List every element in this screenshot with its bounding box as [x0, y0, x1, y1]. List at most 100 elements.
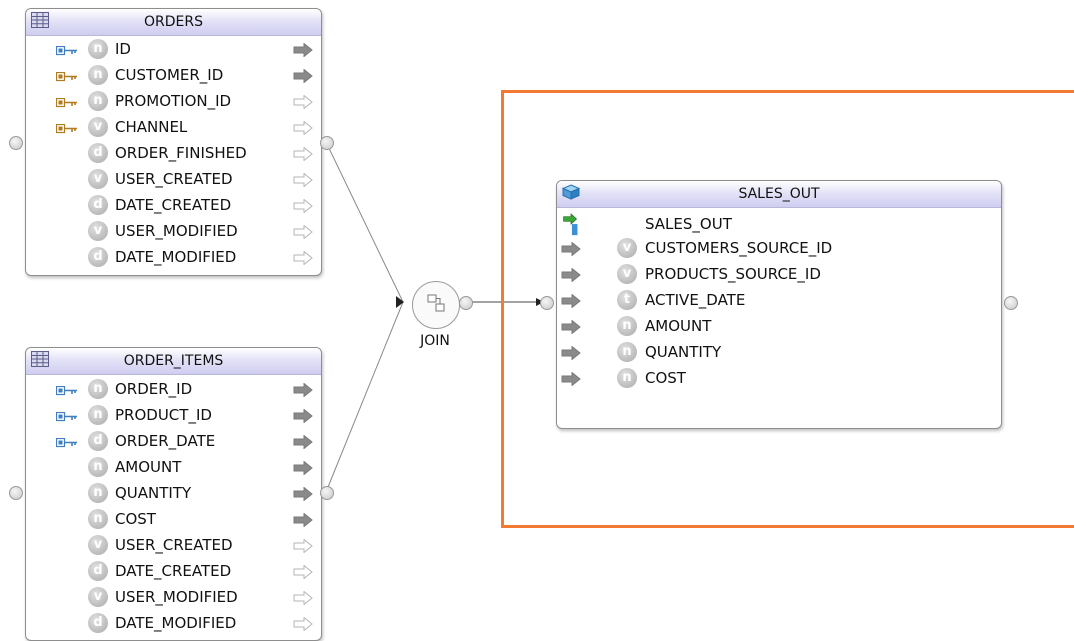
- column-name: ACTIVE_DATE: [645, 291, 746, 309]
- order-items-table-title: ORDER_ITEMS: [123, 353, 224, 369]
- column-row[interactable]: n PRODUCT_ID: [26, 403, 321, 429]
- mapped-arrow-icon: [293, 513, 313, 527]
- mapped-arrow-icon: [293, 461, 313, 475]
- column-name: QUANTITY: [115, 484, 192, 502]
- column-name: PRODUCTS_SOURCE_ID: [645, 265, 821, 283]
- mapped-arrow-icon: [561, 346, 581, 360]
- datastore-cube-icon: [562, 184, 580, 200]
- column-name: DATE_CREATED: [115, 562, 232, 580]
- column-row[interactable]: t ACTIVE_DATE: [557, 288, 1001, 314]
- unmapped-arrow-icon: [293, 565, 313, 579]
- column-row[interactable]: v USER_CREATED: [26, 533, 321, 559]
- unmapped-arrow-icon: [293, 147, 313, 161]
- column-name: ORDER_ID: [115, 380, 193, 398]
- datatype-badge-icon: n: [88, 483, 108, 503]
- order-items-right-port[interactable]: [320, 486, 334, 500]
- column-row[interactable]: v PRODUCTS_SOURCE_ID: [557, 262, 1001, 288]
- datatype-badge-icon: n: [88, 457, 108, 477]
- sales-out-output-port[interactable]: [1004, 296, 1018, 310]
- orders-table-title: ORDERS: [144, 14, 203, 30]
- datatype-badge-icon: n: [88, 65, 108, 85]
- column-name: ORDER_FINISHED: [115, 144, 247, 162]
- order-items-table-header[interactable]: ORDER_ITEMS: [26, 348, 321, 375]
- sales-out-input-port[interactable]: [540, 296, 554, 310]
- mapped-arrow-icon: [293, 435, 313, 449]
- mapped-arrow-icon: [561, 268, 581, 282]
- mapped-arrow-icon: [561, 294, 581, 308]
- column-name: USER_MODIFIED: [115, 222, 238, 240]
- datatype-badge-icon: v: [88, 587, 108, 607]
- column-row[interactable]: d DATE_MODIFIED: [26, 245, 321, 271]
- mapped-arrow-icon: [293, 69, 313, 83]
- datatype-badge-icon: n: [88, 405, 108, 425]
- target-row[interactable]: SALES_OUT: [557, 212, 1001, 238]
- mapped-arrow-icon: [293, 383, 313, 397]
- unmapped-arrow-icon: [293, 251, 313, 265]
- table-icon: [31, 351, 49, 367]
- join-label: JOIN: [420, 333, 450, 349]
- column-row[interactable]: n QUANTITY: [26, 481, 321, 507]
- column-row[interactable]: n COST: [26, 507, 321, 533]
- unmapped-arrow-icon: [293, 199, 313, 213]
- datatype-badge-icon: d: [88, 561, 108, 581]
- column-row[interactable]: d ORDER_FINISHED: [26, 141, 321, 167]
- key-icon: [56, 46, 77, 56]
- datatype-badge-icon: v: [88, 221, 108, 241]
- column-row[interactable]: v USER_MODIFIED: [26, 585, 321, 611]
- orders-right-port[interactable]: [320, 136, 334, 150]
- column-name: CHANNEL: [115, 118, 188, 136]
- column-row[interactable]: d DATE_CREATED: [26, 559, 321, 585]
- order-items-left-port[interactable]: [9, 486, 23, 500]
- unmapped-arrow-icon: [293, 591, 313, 605]
- mapped-arrow-icon: [293, 487, 313, 501]
- column-name: PRODUCT_ID: [115, 406, 212, 424]
- datatype-badge-icon: v: [88, 169, 108, 189]
- orders-table-header[interactable]: ORDERS: [26, 9, 321, 36]
- column-name: DATE_MODIFIED: [115, 248, 237, 266]
- column-row[interactable]: v USER_MODIFIED: [26, 219, 321, 245]
- key-icon: [56, 438, 77, 448]
- datatype-badge-icon: d: [88, 431, 108, 451]
- datatype-badge-icon: v: [617, 264, 637, 284]
- datatype-badge-icon: n: [617, 368, 637, 388]
- join-input-arrowhead: [396, 296, 404, 308]
- orders-left-port[interactable]: [9, 136, 23, 150]
- unmapped-arrow-icon: [293, 173, 313, 187]
- datatype-badge-icon: d: [88, 247, 108, 267]
- sales-out-table-header[interactable]: SALES_OUT: [557, 181, 1001, 208]
- column-name: USER_CREATED: [115, 536, 233, 554]
- column-name: USER_MODIFIED: [115, 588, 238, 606]
- key-icon: [56, 412, 77, 422]
- column-name: CUSTOMERS_SOURCE_ID: [645, 239, 833, 257]
- datatype-badge-icon: d: [88, 143, 108, 163]
- target-load-icon: [563, 213, 578, 236]
- column-name: COST: [115, 510, 156, 528]
- datatype-badge-icon: n: [88, 509, 108, 529]
- order-items-to-join-link: [325, 301, 404, 493]
- datatype-badge-icon: t: [617, 290, 637, 310]
- join-node[interactable]: [412, 281, 460, 329]
- datatype-badge-icon: v: [88, 535, 108, 555]
- join-output-port[interactable]: [459, 296, 473, 310]
- join-icon: [427, 294, 445, 312]
- column-name: QUANTITY: [645, 343, 722, 361]
- key-icon: [56, 386, 77, 396]
- selection-frame: [501, 90, 1074, 528]
